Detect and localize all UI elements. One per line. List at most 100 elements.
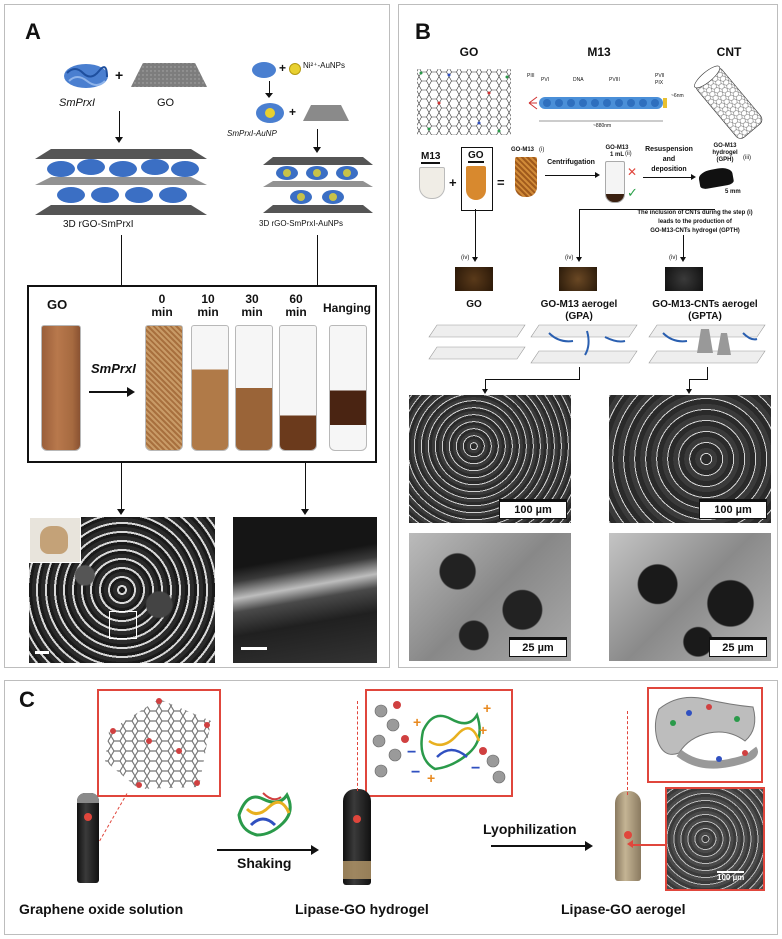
lipase-protein-icon [237, 792, 292, 837]
sem-gpta-100um: 100 µm [609, 395, 771, 523]
box-go-label: GO [47, 297, 68, 312]
rgo-smprxl-structure [35, 149, 207, 215]
gpa-aerogel-photo [559, 267, 597, 291]
aunp-label: Ni²⁺-AuNPs [303, 61, 346, 70]
panel-a: A + SmPrxI GO 3D rGO-SmPrxI + Ni²⁺-AuNPs… [4, 4, 390, 668]
title-go: GO [459, 45, 479, 59]
inset-photo [29, 517, 81, 563]
time-10: 10 min [197, 292, 219, 319]
lipase-go-molecule-icon: ++++ −−− [372, 700, 506, 786]
lyophilization-label: Lyophilization [483, 821, 577, 837]
gph-hydrogel [697, 166, 735, 190]
gph-label: GO-M13 hydrogel (GPH) [712, 143, 738, 163]
centrifuge-tube [605, 161, 625, 203]
cnt-diagram [694, 65, 763, 139]
svg-text:−: − [407, 744, 416, 761]
step-iv-1: (iv) [461, 255, 470, 261]
go-tube [41, 325, 81, 451]
mm5-label: 5 mm [725, 189, 741, 195]
go-sheet-icon [131, 63, 207, 87]
title-m13: M13 [587, 45, 611, 59]
centrifugation-label: Centrifugation [547, 159, 595, 166]
tube-label-go: GO [468, 150, 484, 163]
go-tube-box: GO [461, 147, 493, 211]
panel-a-label: A [25, 19, 41, 44]
sem-rgo-smprxl [29, 517, 215, 663]
sem-rgo-smprxl-aunps [233, 517, 377, 663]
product-gpta: GO-M13-CNTs aerogel (GPTA) [652, 299, 758, 322]
scalebar-gpta-100: 100 µm [699, 499, 767, 519]
aerogel-scalebar: 100 µm [717, 871, 745, 882]
m13-label-880nm: ~880nm [593, 123, 612, 129]
smprxl-protein-icon [64, 64, 108, 88]
time-30: 30 min [241, 292, 263, 319]
svg-text:+: + [479, 722, 487, 738]
step3-label: Lipase-GO aerogel [561, 901, 686, 917]
m13-label-pvi: PVI [541, 77, 550, 83]
time-0: 0 min [151, 292, 173, 319]
step-iii: (iii) [743, 155, 751, 161]
svg-text:+: + [483, 700, 491, 716]
tube-hanging [329, 325, 367, 451]
resuspension-label: Resuspension and deposition [645, 146, 693, 173]
tube-label-go-m13: GO-M13 [511, 147, 535, 153]
graphene-oxide-vial [77, 793, 99, 883]
go-structure-box [97, 689, 221, 797]
scalebar-gpa-100: 100 µm [499, 499, 567, 519]
rgo-smprxl-aunps-label: 3D rGO-SmPrxI-AuNPs [259, 219, 344, 228]
rgo-smprxl-label: 3D rGO-SmPrxI [63, 219, 134, 230]
scalebar-gpta-25: 25 µm [709, 637, 767, 657]
go-m13-1ml-label: GO-M13 1 mL [605, 145, 629, 158]
go-m13-tube [515, 157, 537, 197]
aerogel-molecule-icon [654, 696, 758, 769]
panel-c-label: C [19, 687, 35, 712]
lipase-go-structure-box: ++++ −−− [365, 689, 513, 797]
sem-gpa-25um: 25 µm [409, 533, 571, 661]
go-label-a: GO [157, 97, 175, 109]
smprxl-aunp-icon [256, 103, 284, 123]
m13-tube [419, 167, 445, 199]
svg-text:−: − [471, 760, 480, 777]
panel-c: C Graphene oxide solution Shaking ++++ −… [4, 680, 778, 935]
time-60: 60 min [285, 292, 307, 319]
aunp-icon [289, 63, 301, 75]
step-ii: (ii) [625, 151, 632, 157]
lipase-go-aerogel-vial [615, 791, 641, 881]
go-aerogel-photo [455, 267, 493, 291]
tube-60min [279, 325, 317, 451]
sem-gpa-100um: 100 µm [409, 395, 571, 523]
product-gpa: GO-M13 aerogel (GPA) [540, 299, 618, 322]
go-molecule-icon [105, 698, 211, 789]
lipase-go-vial [343, 789, 371, 885]
tube-0min [145, 325, 183, 451]
sheet-schematic-gpa [530, 324, 638, 364]
go-lattice-diagram [417, 69, 511, 135]
panel-b: B GO M13 CNT PIII PVI DNA PVIII PVII PIX… [398, 4, 778, 668]
cnt-note: The inclusion of CNTs during the step (i… [637, 210, 753, 234]
gelation-box: GO SmPrxI 0 min 10 min 30 min 60 min Han… [27, 285, 377, 463]
box-arrow-label: SmPrxI [91, 361, 136, 376]
step-i: (i) [539, 147, 545, 153]
tube-10min [191, 325, 229, 451]
step2-label: Lipase-GO hydrogel [295, 901, 429, 917]
sheet-schematic-gpta [648, 324, 766, 364]
sheet-schematic-go [428, 324, 526, 360]
green-check-icon: ✓ [627, 185, 638, 200]
m13-label-pviii: PVIII [609, 77, 620, 83]
tube-30min [235, 325, 273, 451]
step-iv-2: (iv) [565, 255, 574, 261]
step-iv-3: (iv) [669, 255, 678, 261]
time-hanging: Hanging [323, 301, 371, 315]
m13-label-piii: PIII [527, 73, 535, 79]
aerogel-sem-box: 100 µm [665, 787, 765, 891]
product-go: GO [466, 299, 482, 310]
protein-small-icon [252, 62, 276, 78]
svg-text:+: + [427, 770, 435, 786]
scalebar-gpa-25: 25 µm [509, 637, 567, 657]
go-sheet-small-icon [303, 105, 349, 121]
smprxl-label: SmPrxI [59, 97, 96, 109]
svg-text:+: + [413, 714, 421, 730]
title-cnt: CNT [716, 45, 742, 59]
m13-label-6nm: ~6nm [671, 93, 684, 99]
m13-label-pix: PIX [655, 80, 664, 86]
